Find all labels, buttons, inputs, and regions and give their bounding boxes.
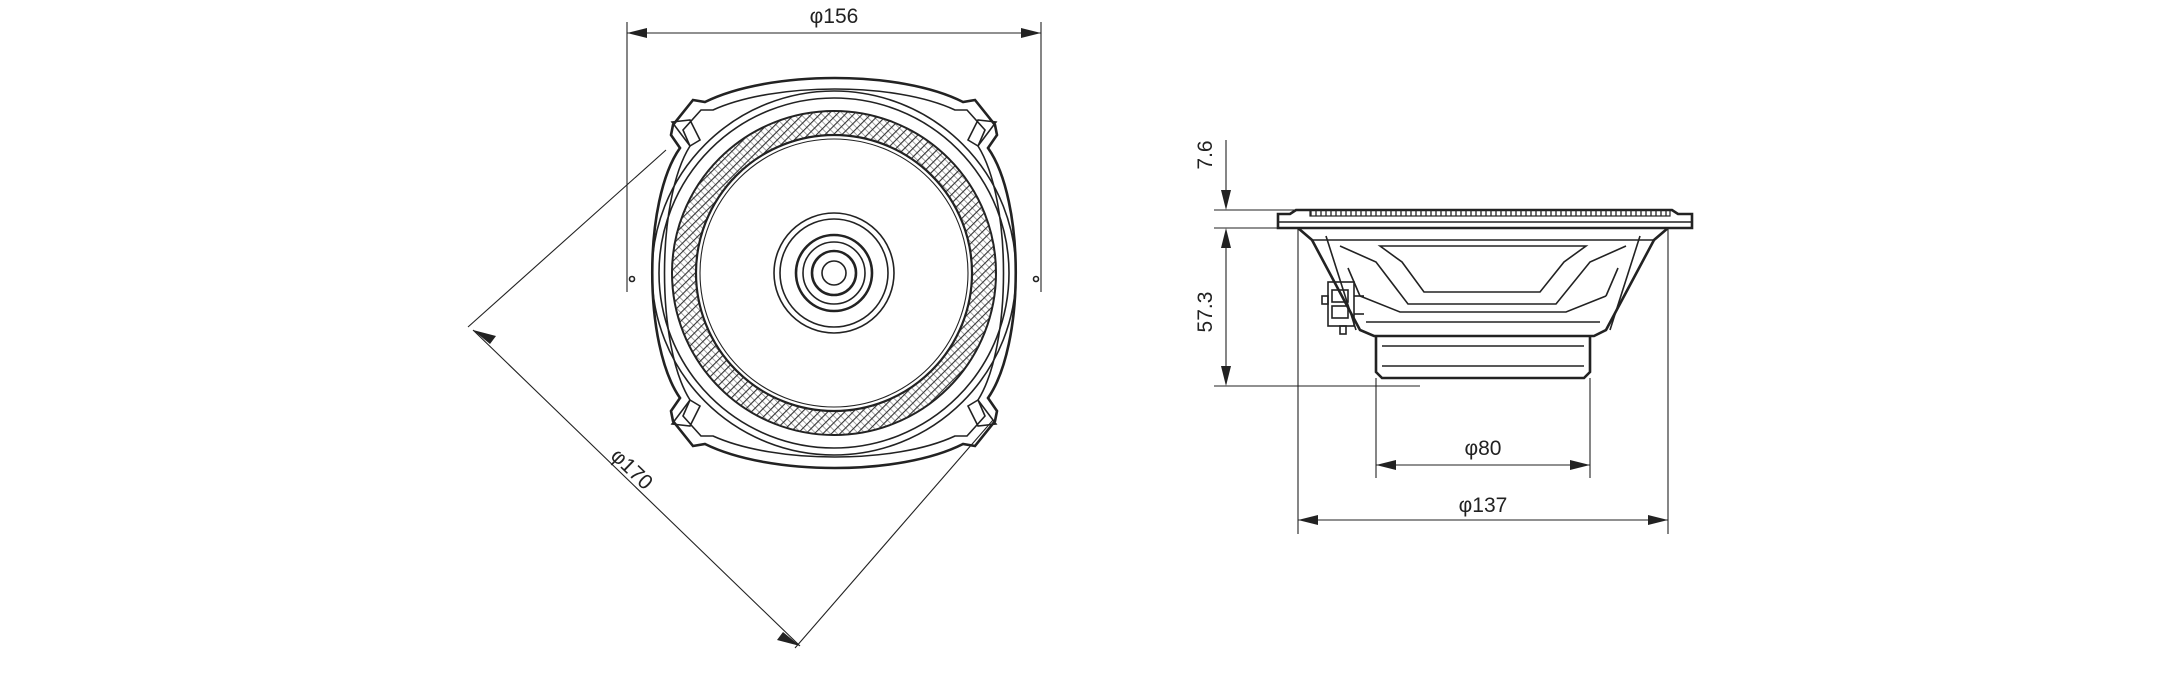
- outer-ring: [651, 90, 1017, 456]
- side-basket: [1297, 227, 1669, 338]
- mounting-tabs: [670, 119, 998, 427]
- side-flange: [1276, 208, 1694, 230]
- terminal-connector: [1321, 281, 1364, 335]
- tweeter: [773, 212, 895, 334]
- width-dimension: φ156: [626, 5, 1042, 292]
- depth-dimension: 57.3: [1194, 248, 1420, 387]
- cone-edge: [694, 133, 974, 413]
- side-magnet: [1374, 336, 1592, 380]
- diagonal-dimension-label: φ170: [606, 444, 657, 494]
- speaker-flange: [651, 76, 1017, 470]
- outer-ring-inner: [658, 97, 1010, 449]
- flange-thickness-label: 7.6: [1194, 140, 1217, 169]
- depth-dimension-label: 57.3: [1194, 292, 1217, 333]
- magnet-diameter-label: φ80: [1465, 437, 1502, 460]
- magnet-diameter-dimension: φ80: [1375, 378, 1591, 478]
- side-view: 7.6 57.3 φ80 φ137: [1194, 140, 1694, 534]
- cutout-diameter-dimension: φ137: [1297, 228, 1669, 534]
- flange-thickness-dimension: 7.6: [1194, 140, 1298, 248]
- front-view: φ156: [467, 5, 1042, 649]
- cutout-diameter-label: φ137: [1459, 494, 1508, 517]
- width-dimension-label: φ156: [810, 5, 859, 28]
